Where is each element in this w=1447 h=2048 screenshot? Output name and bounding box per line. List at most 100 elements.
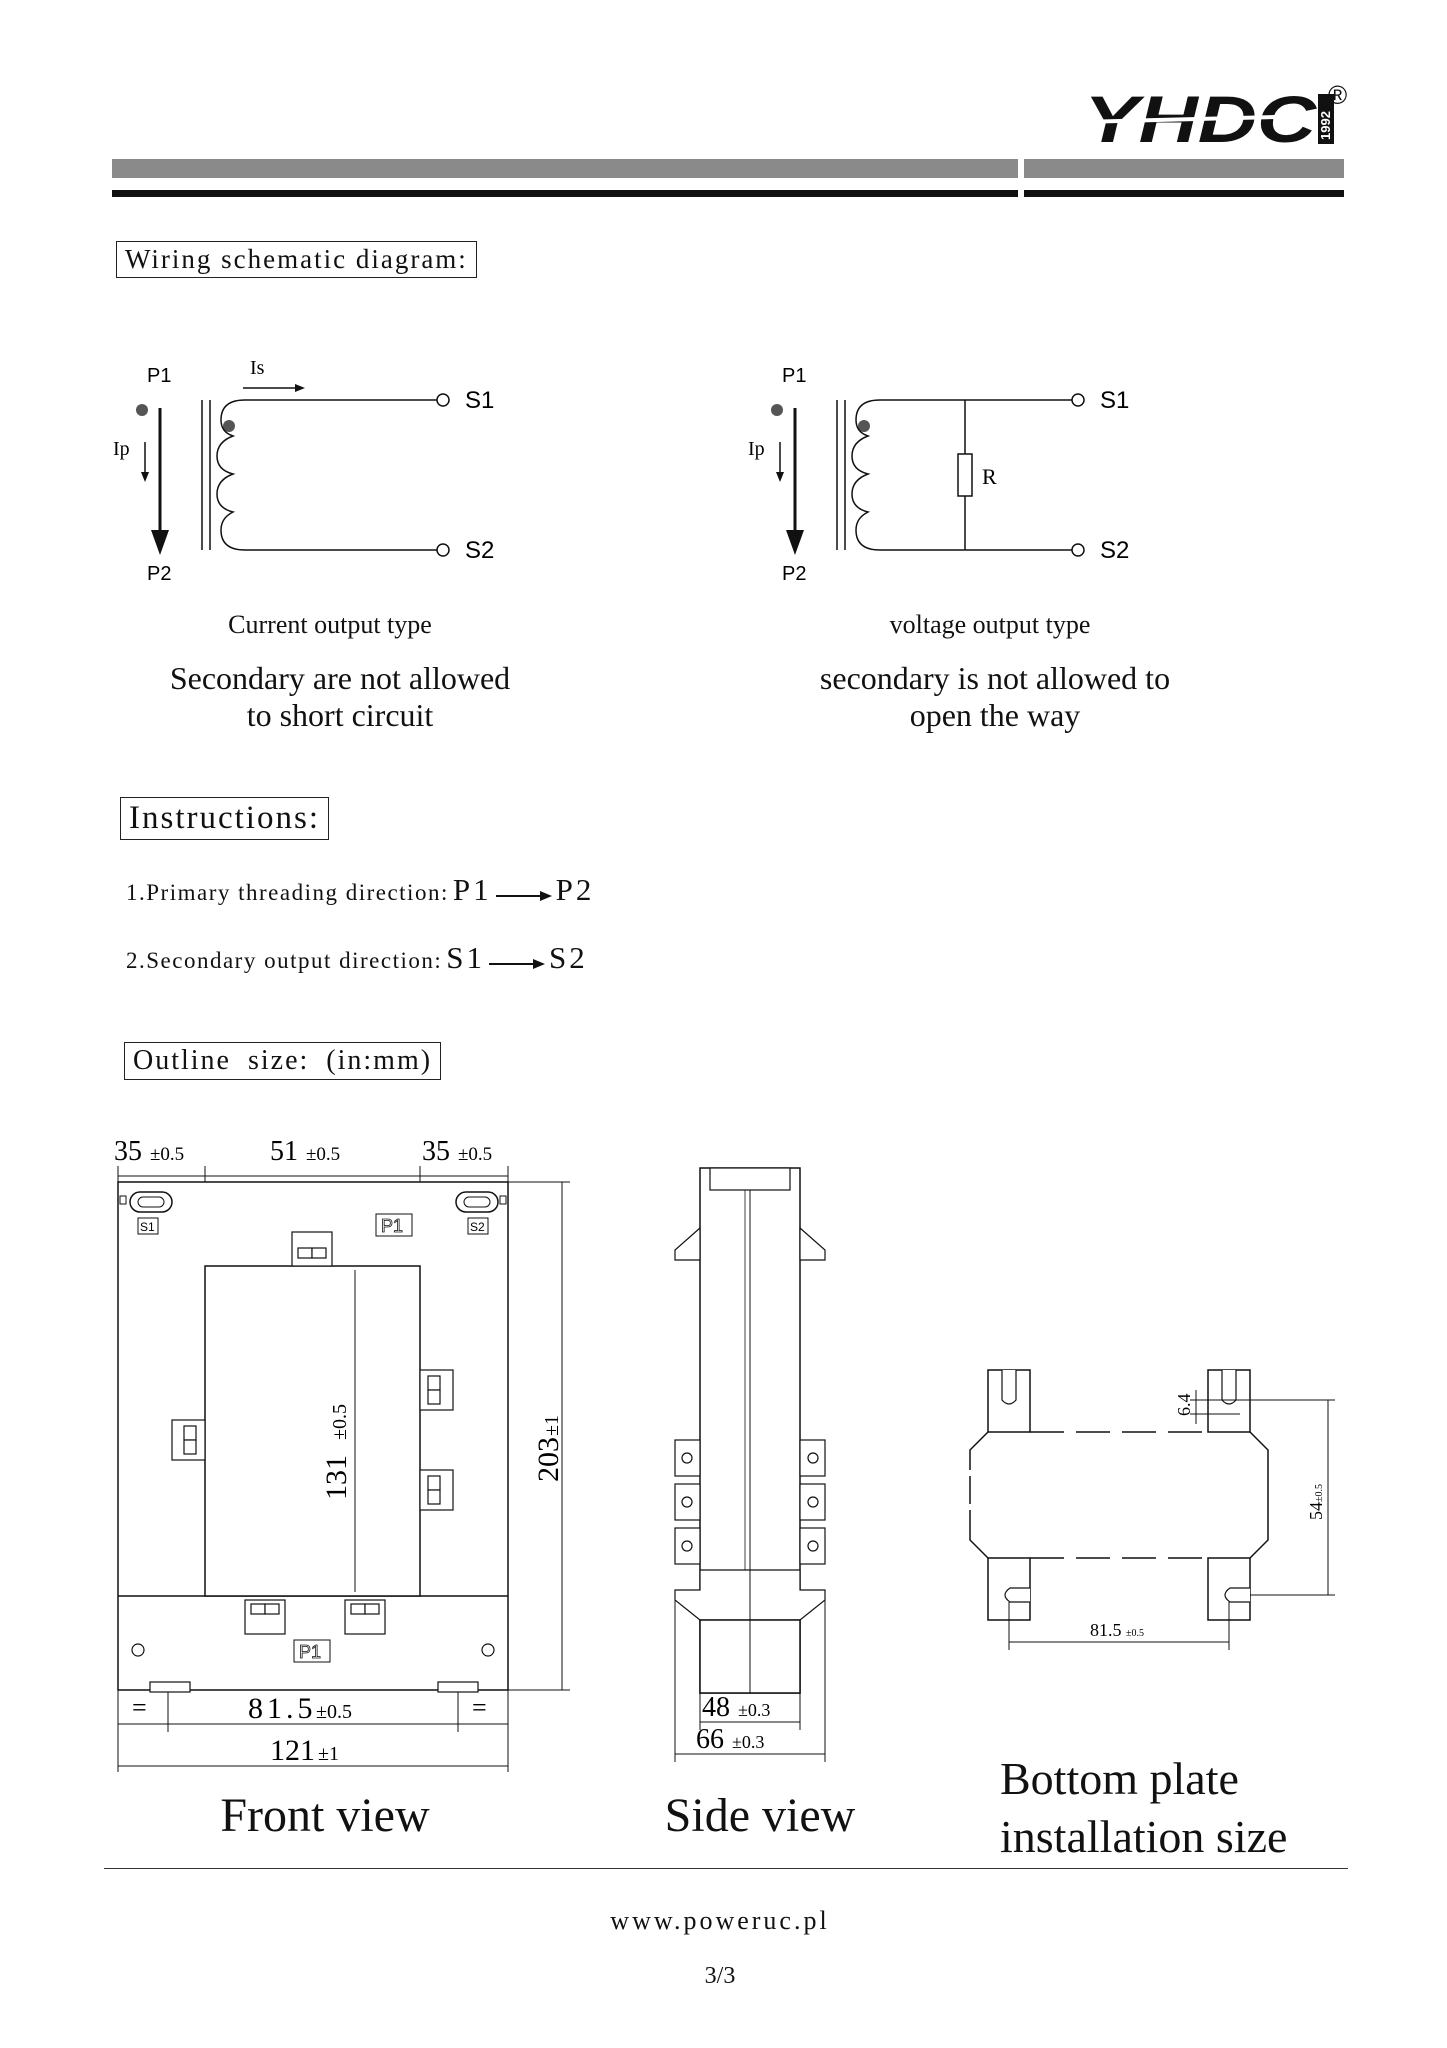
mount-slot-top-left: [129, 1191, 173, 1213]
terminal-clip-left: [171, 1419, 206, 1461]
side-dim-inner: 48: [702, 1692, 730, 1723]
dim-mid: 51: [270, 1136, 298, 1167]
dim-width: 121: [270, 1734, 315, 1767]
label-p2: P2: [147, 563, 171, 585]
wiring-section-title: Wiring schematic diagram:: [116, 241, 477, 278]
terminal-s1: [1071, 393, 1085, 407]
bottom-plate-drawing: 6.4 54 ±0.5 81.5 ±0.5: [950, 1360, 1350, 1665]
mount-hole-bottom-right: [481, 1643, 495, 1657]
terminal-clip-right-1: [419, 1369, 454, 1411]
bottom-dim-width: 81.5: [1090, 1620, 1122, 1640]
eq-left: =: [132, 1693, 147, 1722]
logo: YHDC 1992: [1079, 82, 1350, 156]
dim-height: 203: [532, 1437, 565, 1482]
dim-mount-tol: ±0.5: [316, 1701, 352, 1723]
dim-right-tol: ±0.5: [458, 1144, 492, 1165]
header-bar-gray-left: [112, 159, 1018, 178]
voltage-output-type-label: voltage output type: [889, 610, 1091, 639]
label-s2: S2: [465, 537, 494, 564]
label-p2: P2: [782, 563, 806, 585]
eq-right: =: [472, 1693, 487, 1722]
bottom-dim-slot: 6.4: [1174, 1394, 1194, 1417]
outline-section-title: Outline size: (in:mm): [124, 1042, 442, 1080]
schematic-current-output: P1 Ip P2 S1 S2 Is: [105, 350, 525, 595]
mount-hole-bottom-left: [131, 1643, 145, 1657]
terminal-s1: [436, 393, 450, 407]
side-dim-outer: 66: [696, 1724, 724, 1755]
dim-inner: 131: [320, 1455, 353, 1500]
arrow-right-icon: [489, 959, 545, 970]
side-dim-inner-tol: ±0.3: [738, 1700, 770, 1720]
dim-left: 35: [114, 1136, 142, 1167]
label-p1: P1: [147, 365, 171, 387]
instructions-section-title: Instructions:: [120, 797, 329, 840]
label-ip: Ip: [748, 438, 765, 460]
dim-inner-tol: ±0.5: [329, 1404, 351, 1440]
label-s1: S1: [465, 387, 494, 414]
label-is: Is: [250, 357, 265, 379]
footer-rule: [104, 1868, 1348, 1869]
dim-height-tol: ±1: [541, 1415, 563, 1436]
front-view-drawing: 35 ±0.5 51 ±0.5 35 ±0.5 S1 S2 P1 131 ±0.…: [100, 1120, 600, 1785]
label-s1: S1: [140, 1220, 155, 1234]
instruction-line-2: 2.Secondary output direction: S1 S2: [126, 940, 588, 976]
polarity-dot-primary: [771, 404, 783, 416]
terminal-clip-bottom-1: [244, 1599, 286, 1635]
voltage-output-warning-line1: secondary is not allowed to: [819, 660, 1171, 696]
header-bar-black-left: [112, 190, 1018, 197]
arrow-right-icon: [495, 891, 552, 902]
logo-year: 1992: [1318, 111, 1333, 140]
instruction-1-from: P1: [452, 872, 492, 907]
side-clips: [674, 1439, 826, 1565]
terminal-clip-right-2: [419, 1469, 454, 1511]
label-ip: Ip: [113, 438, 130, 460]
polarity-dot-secondary: [858, 420, 870, 432]
voltage-output-warning-line2: open the way: [909, 697, 1081, 733]
secondary-coil: [216, 399, 246, 551]
label-s2: S2: [1100, 537, 1129, 564]
label-p1-bottom: P1: [299, 1642, 321, 1662]
logo-mark: YHDC 1992: [1079, 82, 1334, 156]
label-s1: S1: [1100, 387, 1129, 414]
current-output-type-label: Current output type: [228, 610, 432, 639]
header-bar-black-right: [1024, 190, 1344, 197]
header-bar-gray-right: [1024, 159, 1344, 178]
current-output-warning-line2: to short circuit: [246, 697, 434, 733]
terminal-clip-top: [291, 1231, 333, 1267]
instruction-2-to: S2: [549, 940, 588, 975]
instruction-line-1: 1.Primary threading direction: P1 P2: [126, 872, 594, 908]
resistor: [957, 453, 973, 497]
dim-mount: 81.5: [248, 1692, 317, 1725]
side-view-caption: Side view: [664, 1789, 856, 1842]
instruction-2-from: S1: [446, 940, 485, 975]
label-r: R: [982, 464, 997, 489]
dim-mid-tol: ±0.5: [306, 1144, 340, 1165]
label-p1-top: P1: [381, 1216, 403, 1236]
dim-left-tol: ±0.5: [150, 1144, 184, 1165]
instruction-1-text: 1.Primary threading direction:: [126, 880, 449, 905]
label-s2: S2: [470, 1220, 485, 1234]
dim-width-tol: ±1: [318, 1743, 339, 1765]
core-window: [204, 1265, 421, 1597]
secondary-coil: [851, 399, 881, 551]
footer-url[interactable]: www.poweruc.pl: [610, 1906, 830, 1935]
front-view-caption: Front view: [220, 1789, 430, 1842]
instruction-1-to: P2: [555, 872, 595, 907]
terminal-clip-bottom-2: [344, 1599, 386, 1635]
footer-page-number: 3/3: [704, 1963, 736, 1989]
current-output-warning-line1: Secondary are not allowed: [169, 660, 511, 696]
terminal-s2: [436, 543, 450, 557]
label-p1: P1: [782, 365, 806, 387]
polarity-dot-secondary: [223, 420, 235, 432]
bottom-dim-height: 54: [1306, 1502, 1326, 1520]
mount-slot-top-right: [455, 1191, 499, 1213]
dim-right: 35: [422, 1136, 450, 1167]
registered-mark: ®: [1328, 80, 1348, 110]
polarity-dot-primary: [136, 404, 148, 416]
side-dim-outer-tol: ±0.3: [732, 1732, 764, 1752]
bottom-dim-height-tol: ±0.5: [1314, 1484, 1325, 1502]
side-view-drawing: 48 ±0.3 66 ±0.3: [660, 1150, 860, 1775]
schematic-voltage-output: P1 Ip P2 R S1 S2: [740, 350, 1160, 595]
bottom-plate-caption-line2: installation size: [1000, 1811, 1288, 1862]
bottom-plate-caption-line1: Bottom plate: [1000, 1753, 1239, 1804]
